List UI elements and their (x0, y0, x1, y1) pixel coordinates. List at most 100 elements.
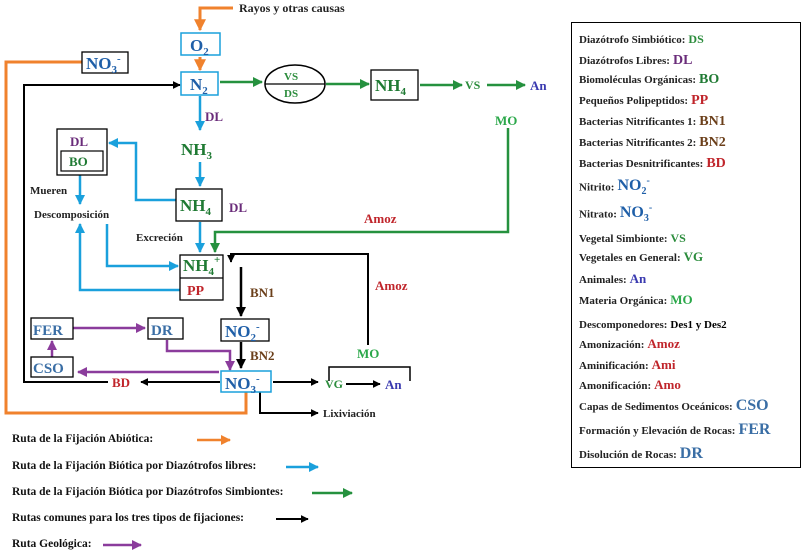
arrow-descomposicion-to-nh4 (105, 224, 179, 271)
nh4-mid-label: NH4 (180, 196, 212, 218)
no3-top-sub: 3 (112, 64, 118, 76)
legend-abbr-text: BN2 (699, 135, 726, 150)
legend-row: Amonificación:Amo (579, 376, 681, 394)
common-route-lines (23, 81, 411, 417)
legend-row: Descomponedores:Des1 y Des2 (579, 315, 727, 333)
dr-box (147, 317, 184, 340)
no2-label: NO2- (225, 321, 260, 344)
legend-abbr: An (630, 271, 647, 286)
legend-label: Pequeños Polipeptidos: (579, 95, 689, 107)
legend-label: Vegetales en General: (579, 252, 681, 264)
amoz-label-2: Amoz (375, 278, 408, 293)
free-diazotroph-route-lines (75, 96, 205, 292)
legend-abbr: BN2 (699, 135, 725, 150)
legend-label: Amonificación: (579, 380, 652, 392)
legend-abbr: VG (684, 249, 704, 264)
legend-abbr-text: PP (691, 93, 709, 108)
top-label: Rayos y otras causas (239, 1, 345, 15)
legend-row: Amonización:Amoz (579, 335, 680, 353)
legend-label: Bacterias Desnitrificantes: (579, 158, 704, 170)
no3-main-label: NO3- (225, 373, 260, 396)
ds-label-ellipse: DS (284, 88, 298, 100)
mo-label-right: MO (495, 113, 517, 128)
legend-abbr-text: An (629, 271, 647, 286)
nh4-top-sub: 4 (401, 86, 407, 98)
legend-abbr-text: DS (688, 32, 704, 46)
lixiviacion-label: Lixiviación (323, 408, 376, 420)
arrow-no3-loop-to-n2 (4, 60, 248, 415)
legend-label: Diazótrofos Libres: (579, 55, 670, 67)
pp-box-label: PP (187, 284, 205, 299)
legend-abbr-text: DR (679, 445, 703, 462)
n2-sub: 2 (202, 85, 208, 97)
legend-abbr: FER (738, 421, 770, 438)
abbreviation-legend: Diazótrofo Simbiótico:DS Diazótrofos Libr… (571, 22, 801, 468)
legend-abbr-text: CSO (735, 397, 769, 414)
abiotic-route-lines (4, 6, 248, 415)
legend-row: Diazótrofo Simbiótico:DS (579, 30, 704, 48)
dr-label: DR (151, 323, 173, 339)
legend-abbr-sup: - (648, 203, 653, 214)
legend-row: Bacterias Nitrificantes 1:BN1 (579, 112, 726, 130)
arrow-nh4-to-dl-box (108, 138, 176, 202)
legend-row: Bacterias Nitrificantes 2:BN2 (579, 133, 726, 151)
nh3-label: NH3 (181, 140, 213, 162)
legend-abbr: Des1 y Des2 (670, 319, 726, 331)
mueren-label: Mueren (30, 185, 67, 197)
nh4-mid-sub: 4 (206, 206, 212, 218)
legend-label: Vegetal Simbionte: (579, 233, 668, 245)
legend-abbr-text: Amoz (647, 336, 680, 351)
an-label-bottom: An (385, 377, 402, 392)
legend-label: Nitrato: (579, 208, 617, 221)
dl-label-1: DL (205, 109, 223, 124)
legend-row: Materia Orgánica:MO (579, 291, 693, 309)
legend-row: Animales:An (579, 270, 646, 288)
legend-label: Materia Orgánica: (579, 295, 668, 307)
legend-label: Aminificación: (579, 360, 649, 372)
symbiotic-route-lines (210, 77, 526, 253)
legend-label: Bacterias Nitrificantes 2: (579, 137, 697, 149)
bn2-label: BN2 (250, 348, 275, 363)
legend-abbr: Ami (652, 357, 676, 372)
nh4-mid-box (175, 188, 223, 222)
legend-abbr-text: Des1 y Des2 (670, 319, 727, 331)
legend-abbr-text: BO (699, 72, 720, 87)
no3-main-box (220, 370, 272, 393)
no3-top-sup: - (117, 53, 121, 65)
legend-abbr-text: MO (670, 292, 693, 307)
legend-abbr: Amoz (647, 336, 680, 351)
legend-row: Capas de Sedimentos Oceánicos:CSO (579, 397, 769, 415)
cso-label: CSO (33, 361, 64, 377)
legend-label: Formación y Elevación de Rocas: (579, 425, 736, 437)
legend-abbr-sub: 2 (641, 186, 647, 198)
legend-abbr-text: VS (670, 231, 686, 245)
legend-abbr: MO (670, 292, 692, 307)
nh4-top-box (370, 69, 419, 101)
legend-abbr-text: VG (683, 249, 704, 264)
route-free-diazotrophs: Ruta de la Fijación Biótica por Diazótro… (12, 460, 257, 472)
nh4-main-sub: 4 (209, 266, 215, 278)
no2-sub: 2 (251, 332, 257, 344)
mo-label-mid: MO (357, 346, 379, 361)
route-geological: Ruta Geológica: (12, 538, 92, 550)
legend-abbr-text: DL (672, 53, 693, 68)
no3-main-sub: 3 (251, 384, 257, 396)
legend-abbr: DS (688, 32, 703, 46)
nh4-main-sup: + (214, 254, 220, 266)
no3-top-box (81, 51, 129, 74)
fer-box (30, 317, 74, 340)
n2-box (180, 71, 219, 96)
arrow-mo-to-nh4-amoz-2 (227, 253, 369, 345)
legend-abbr: VS (671, 231, 686, 245)
legend-abbr: BO (699, 72, 719, 87)
bo-box-label: BO (69, 154, 88, 169)
bo-inner-box (60, 150, 104, 172)
vs-label-right: VS (465, 78, 481, 92)
legend-row: Biomoléculas Orgánicas:BO (579, 70, 719, 88)
arrow-no3-to-lixiviacion (259, 392, 319, 417)
geological-route-lines (47, 323, 235, 377)
legend-abbr: NO3- (620, 203, 653, 225)
legend-label: Disolución de Rocas: (579, 449, 677, 461)
no2-box (220, 318, 270, 342)
